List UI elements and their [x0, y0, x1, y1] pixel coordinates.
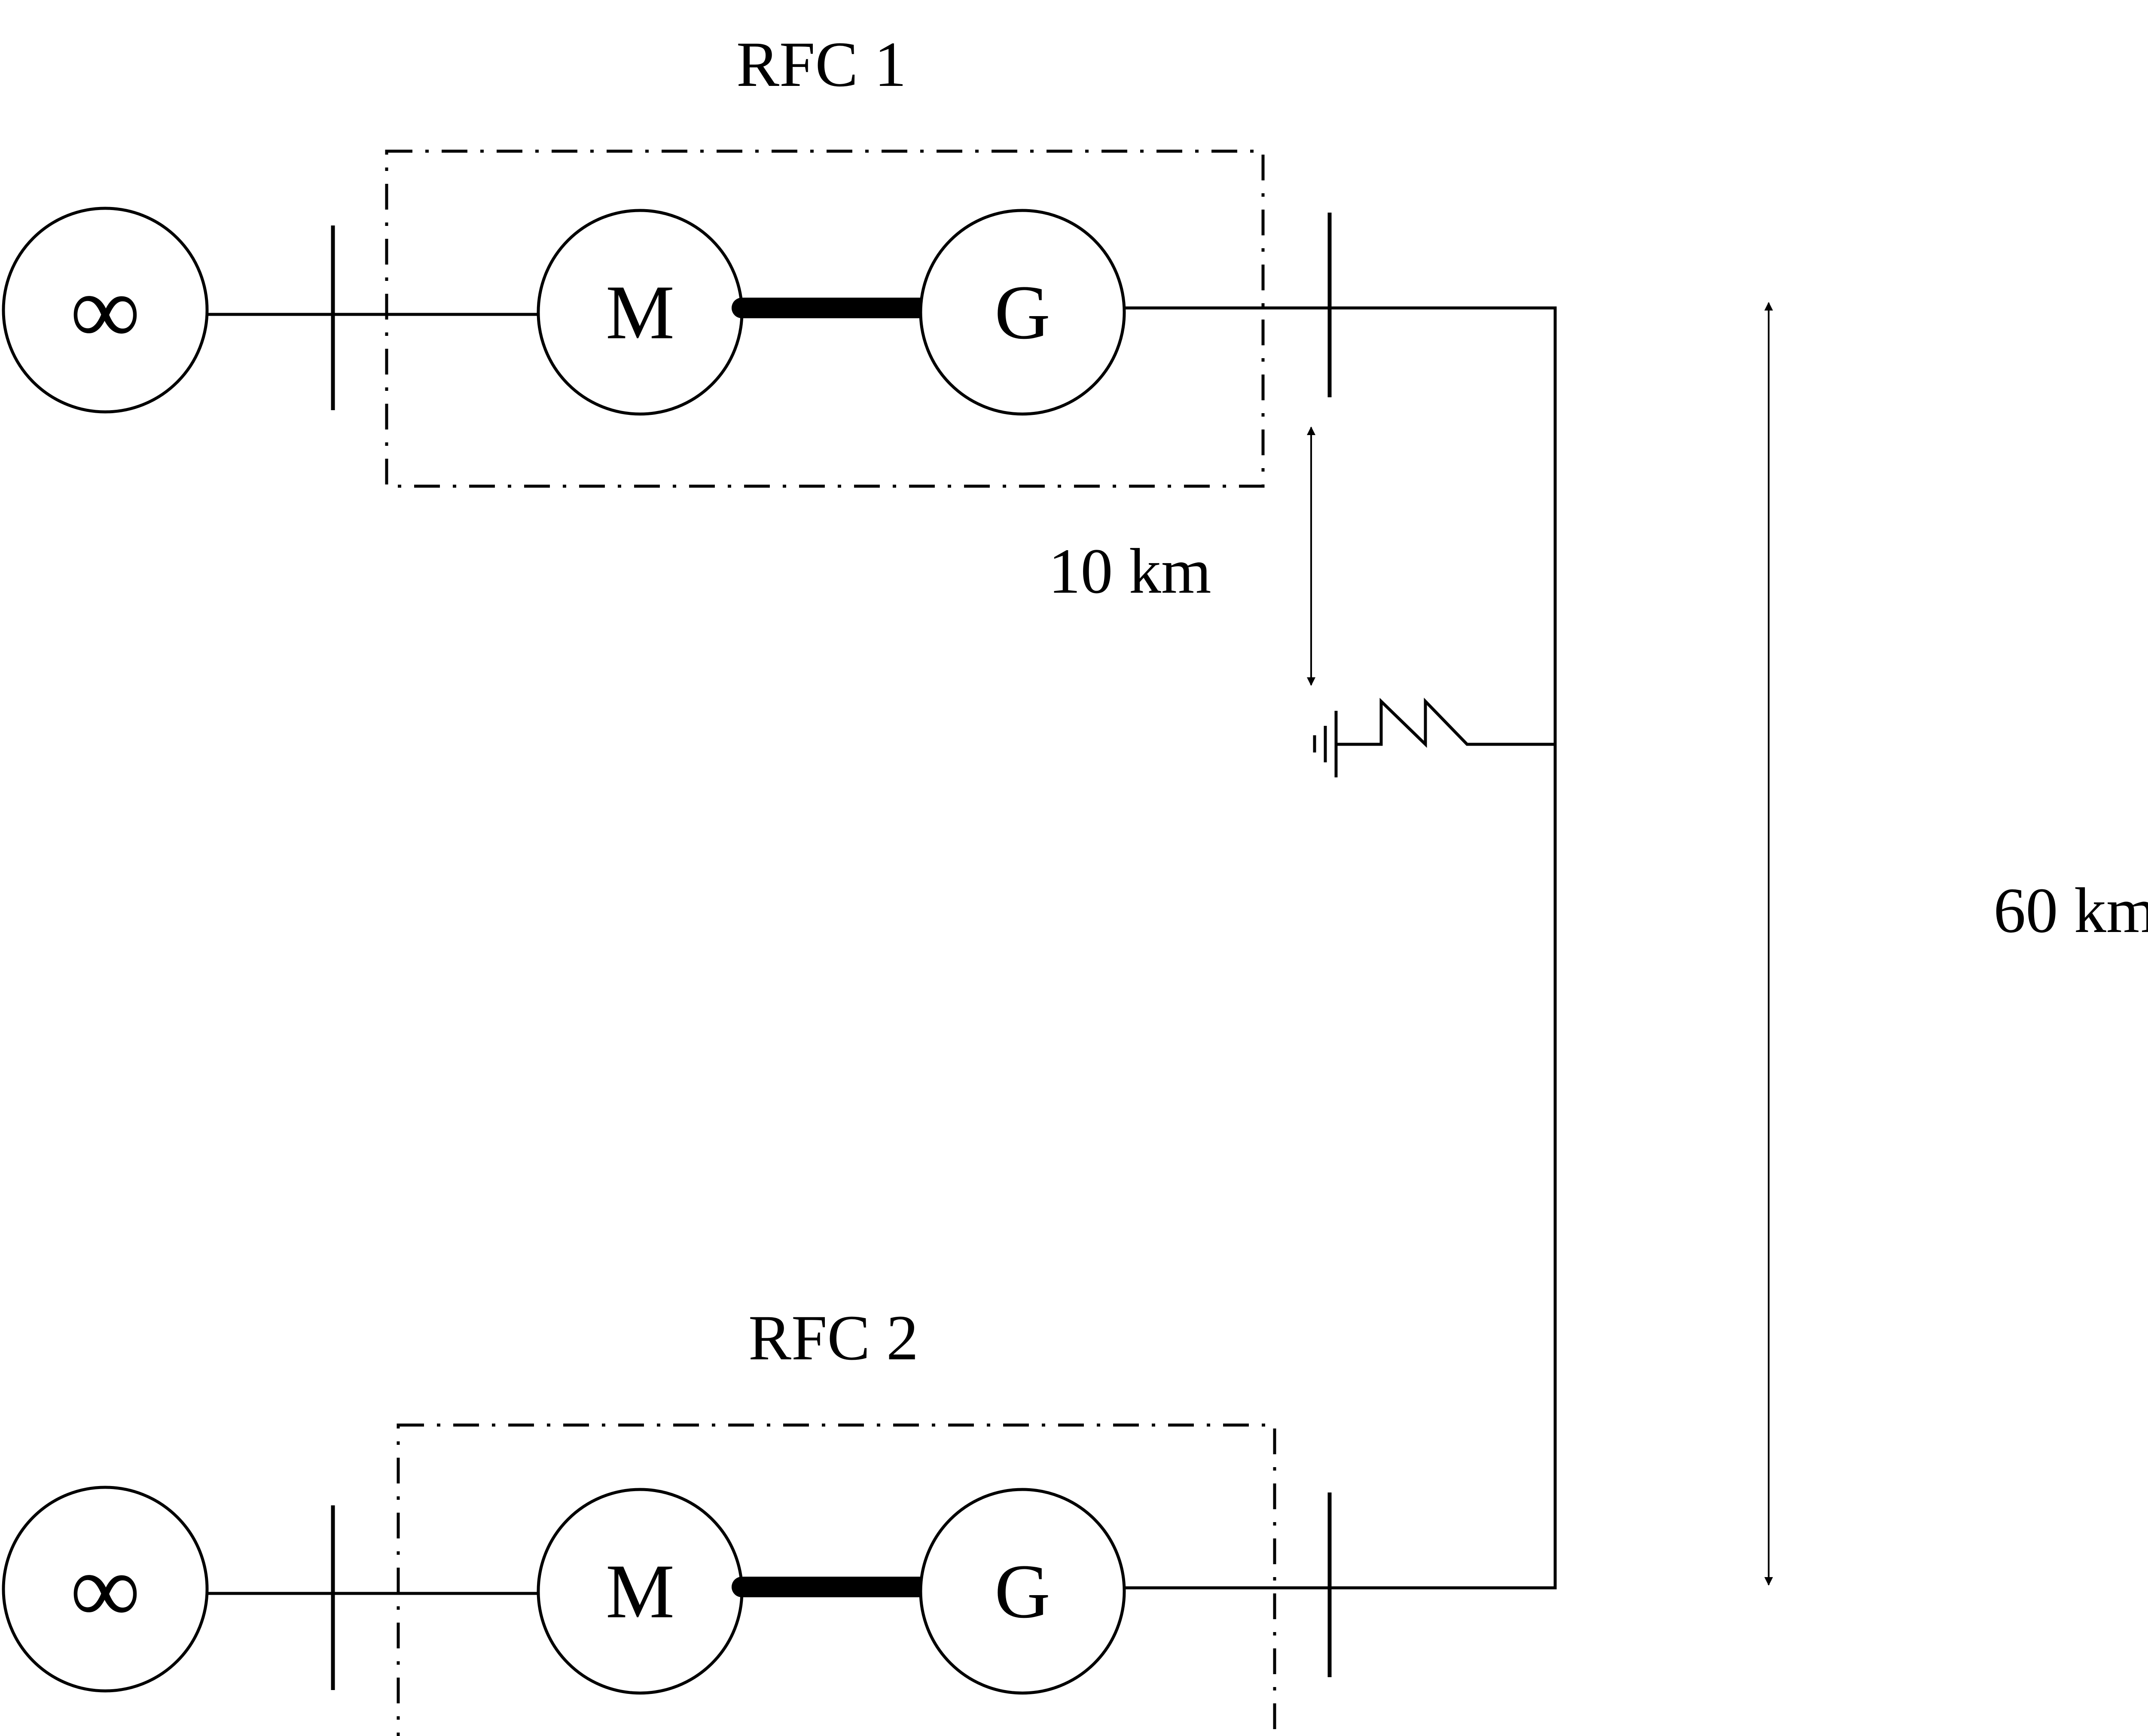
rfc2-label: RFC 2: [748, 1302, 918, 1374]
rfc2-motor-label: M: [606, 1549, 674, 1634]
rfc1-infinity-symbol: ∞: [70, 256, 140, 365]
distance-10km: 10 km: [1048, 426, 1315, 686]
distance-60km: 60 km: [1764, 302, 2148, 1586]
rfc2-generator-label: G: [995, 1549, 1050, 1634]
rfc2-infinity-symbol: ∞: [70, 1535, 140, 1644]
rfc1-generator-label: G: [995, 270, 1050, 355]
rfc2-infinite-source: [2, 1486, 209, 1693]
rfc2-generator: [919, 1488, 1126, 1695]
fault-resistor: [1336, 697, 1555, 748]
fault-branch: [1313, 697, 1555, 777]
rfc1-motor-label: M: [606, 270, 674, 355]
rfc1-generator: [919, 209, 1126, 416]
transmission-line: [1124, 306, 1557, 1590]
rfc1-group: RFC 1 ∞ M G: [2, 29, 1332, 488]
rfc2-group: RFC 2 ∞ M G: [2, 1302, 1332, 1736]
distance-label-10km: 10 km: [1048, 536, 1211, 607]
distance-label-60km: 60 km: [1993, 875, 2148, 946]
rfc1-box: [385, 149, 1265, 488]
line-path: [1124, 306, 1557, 1590]
ground-icon: [1313, 711, 1338, 777]
rfc1-infinite-source: [2, 207, 209, 414]
rfc1-label: RFC 1: [736, 29, 906, 100]
